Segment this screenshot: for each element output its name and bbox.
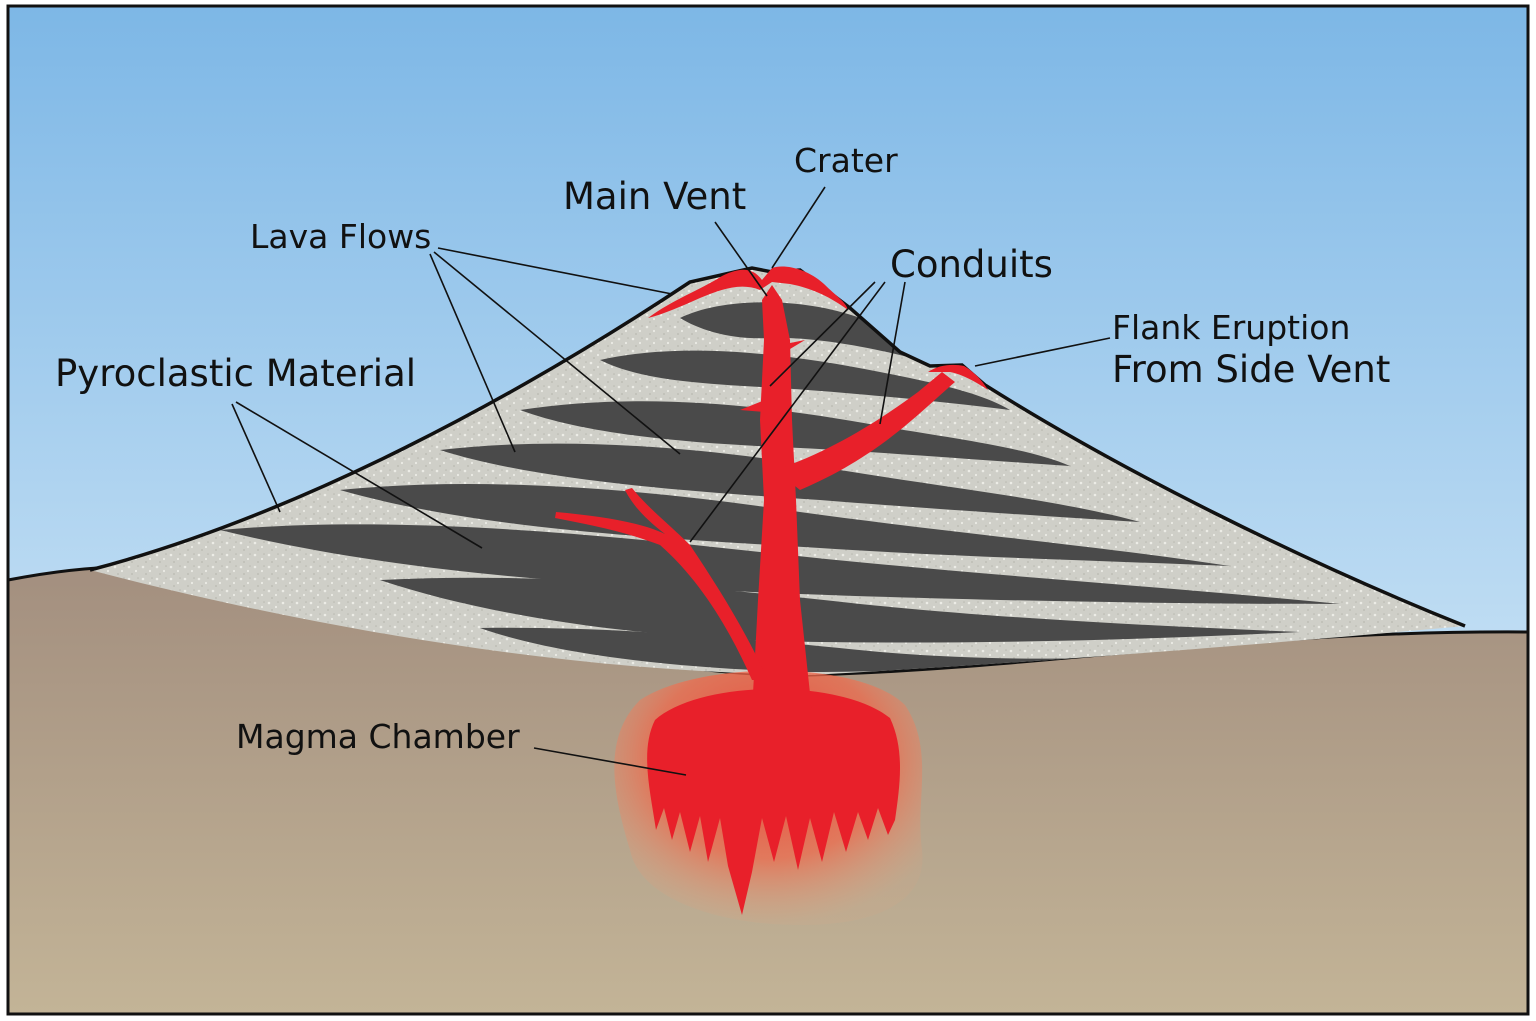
label-crater: Crater	[794, 141, 898, 180]
leader-conduits-a	[769, 281, 876, 387]
main-vent-conduit	[752, 285, 812, 712]
label-pyroclastic-material: Pyroclastic Material	[55, 352, 416, 395]
lava-layer-8	[480, 627, 1140, 672]
leader-main-vent	[714, 221, 768, 297]
label-magma-chamber: Magma Chamber	[236, 717, 520, 756]
lava-layer-7	[380, 577, 1300, 643]
magma-chamber	[647, 688, 900, 915]
label-flank-eruption-line1: Flank Eruption	[1112, 308, 1350, 347]
leader-conduits-c	[879, 281, 906, 425]
leader-lava-flows-a	[437, 247, 673, 295]
lava-layer-3	[520, 401, 1070, 466]
leader-pyroclastic-b	[235, 401, 483, 549]
label-main-vent: Main Vent	[563, 175, 746, 218]
label-lava-flows: Lava Flows	[250, 217, 431, 256]
leader-lava-flows-b	[429, 253, 516, 453]
leader-conduits-b	[689, 281, 886, 543]
leader-lines	[231, 186, 1111, 776]
label-conduits: Conduits	[890, 243, 1053, 286]
upper-conduit-branch-left	[740, 400, 765, 412]
label-flank-eruption-line2: From Side Vent	[1112, 348, 1390, 391]
upper-conduit-branch-right	[780, 340, 805, 352]
side-vent-lava	[928, 364, 988, 390]
left-conduit	[555, 488, 768, 680]
lava-layer-2	[600, 350, 1010, 410]
surface-lava	[648, 266, 988, 390]
right-conduit	[775, 372, 955, 490]
leader-pyroclastic-a	[231, 403, 281, 513]
lava-flow-layers	[220, 302, 1340, 672]
leader-magma-chamber	[533, 747, 687, 776]
leader-crater	[771, 186, 826, 269]
summit-lava	[648, 266, 848, 318]
leader-lava-flows-c	[433, 251, 681, 455]
diagram-frame	[6, 4, 1530, 1016]
magma-conduits	[555, 285, 955, 712]
leader-flank-eruption	[974, 337, 1111, 367]
